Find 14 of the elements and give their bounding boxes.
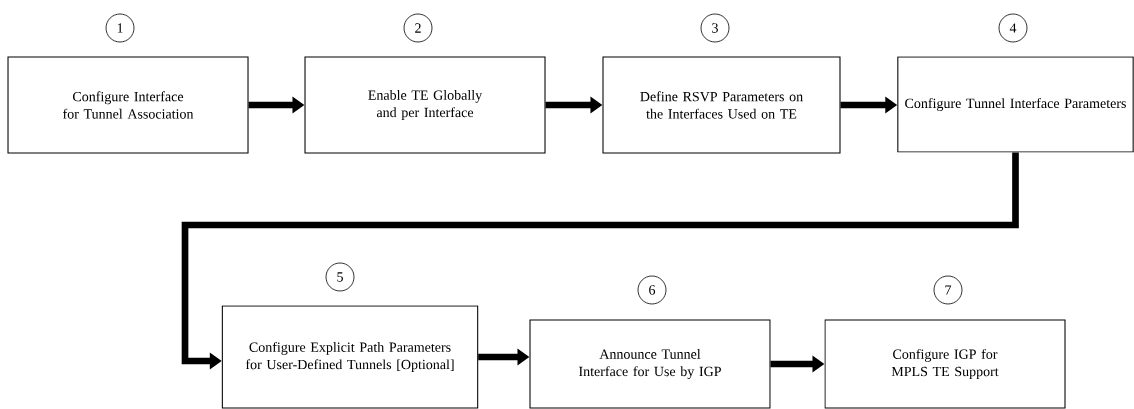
process-box: Configure IGP for MPLS TE Support xyxy=(824,319,1066,409)
process-box: Enable TE Globally and per Interface xyxy=(304,56,546,154)
process-box: Configure Interface for Tunnel Association xyxy=(7,56,249,154)
step-number: 4 xyxy=(998,13,1028,43)
process-box: Announce Tunnel Interface for Use by IGP xyxy=(529,319,771,409)
step-number: 1 xyxy=(105,13,135,43)
step-number: 7 xyxy=(933,275,963,305)
process-box: Define RSVP Parameters on the Interfaces Used on TE xyxy=(602,56,841,154)
step-number: 5 xyxy=(325,262,355,292)
step-number: 2 xyxy=(403,13,433,43)
step-number: 6 xyxy=(637,275,667,305)
process-box: Configure Tunnel Interface Parameters xyxy=(897,56,1134,153)
step-number: 3 xyxy=(700,13,730,43)
process-box: Configure Explicit Path Parameters for User-Defined Tunnels [Optional] xyxy=(221,305,479,409)
